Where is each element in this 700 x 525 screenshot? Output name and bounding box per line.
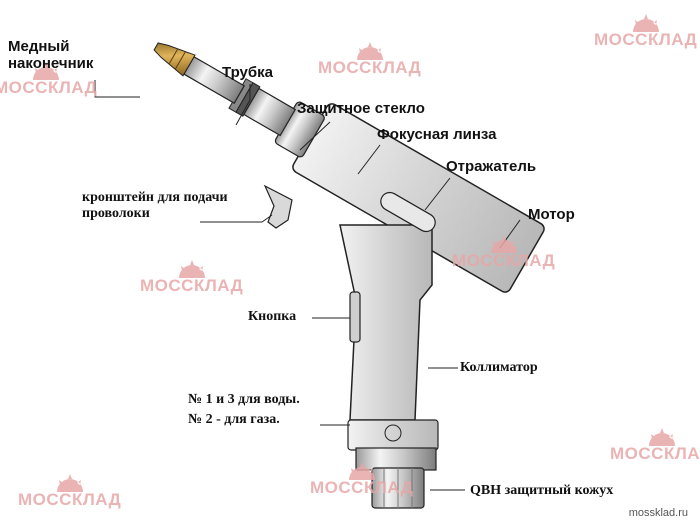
callout-reflector (424, 177, 451, 211)
gear-icon (348, 462, 375, 480)
trigger-button (349, 291, 361, 343)
watermark-logo: МОССКЛАД (0, 60, 97, 98)
watermark-logo: МОССКЛАД (310, 460, 413, 498)
gear-icon (178, 260, 205, 278)
label-copper-tip: Медный наконечник (8, 38, 93, 73)
label-copper-tip-line2: наконечник (8, 55, 94, 73)
label-motor: Мотор (528, 206, 575, 223)
gear-icon (56, 474, 83, 492)
callout-tube (235, 84, 251, 126)
label-qbh-cover: QBH защитный кожух (470, 483, 614, 498)
callout-focus-lens (357, 144, 381, 175)
watermark-logo: МОССКЛАД (610, 426, 700, 464)
gear-icon (32, 62, 59, 80)
gear-icon (490, 235, 517, 253)
label-copper-tip-line1: Медный (8, 38, 70, 55)
callout-protective-glass (299, 121, 331, 151)
callout-bracket (200, 214, 273, 223)
watermark-text: МОССКЛАД (0, 78, 98, 97)
watermark-text: МОССКЛАД (318, 58, 422, 77)
label-water-gas-line2: № 2 - для газа. (188, 412, 280, 428)
site-url: mossklad.ru (628, 507, 688, 519)
label-protective-glass: Защитное стекло (297, 100, 425, 117)
watermark-text: МОССКЛАД (310, 478, 414, 497)
label-collimator: Коллиматор (460, 360, 538, 375)
watermark-text: МОССКЛАД (594, 30, 698, 49)
gear-icon (632, 14, 659, 32)
watermark-logo: МОССКЛАД (594, 12, 697, 50)
label-wire-bracket: кронштейн для подачи проволоки (82, 190, 228, 222)
watermark-text: МОССКЛАД (452, 251, 556, 270)
watermark-text: МОССКЛАД (610, 444, 700, 463)
watermark-logo: МОССКЛАД (452, 233, 555, 271)
watermark-text: МОССКЛАД (18, 490, 122, 509)
watermark-logo: МОССКЛАД (18, 472, 121, 510)
label-focus-lens: Фокусная линза (377, 126, 497, 143)
label-water-gas: № 1 и 3 для воды. № 2 - для газа. (188, 392, 300, 428)
grip-window (380, 191, 436, 233)
label-wire-bracket-line2: проволоки (82, 206, 150, 222)
callout-tip (94, 80, 140, 98)
copper-tip (153, 42, 196, 77)
label-water-gas-line1: № 1 и 3 для воды. (188, 392, 300, 407)
label-button: Кнопка (248, 309, 297, 324)
label-reflector: Отражатель (446, 158, 537, 175)
watermark-logo: МОССКЛАД (318, 40, 421, 78)
label-wire-bracket-line1: кронштейн для подачи (82, 190, 228, 205)
watermark-logo: МОССКЛАД (140, 258, 243, 296)
welding-gun (153, 42, 545, 509)
callout-lines (94, 80, 521, 491)
watermark-text: МОССКЛАД (140, 276, 244, 295)
wire-feed-bracket (263, 184, 293, 229)
gear-icon (356, 42, 383, 60)
label-tube: Трубка (222, 64, 274, 81)
gear-icon (648, 428, 675, 446)
